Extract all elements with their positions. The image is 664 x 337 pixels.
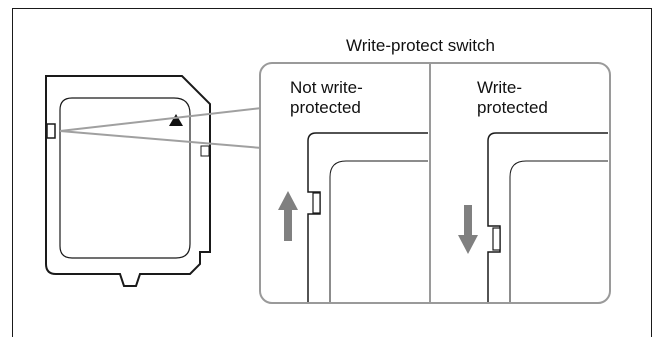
figure-frame xyxy=(12,8,652,337)
switch-tab-unlocked xyxy=(312,192,321,214)
sd-card-label-area xyxy=(59,97,191,259)
arrow-up-icon xyxy=(278,191,298,241)
label-line: protected xyxy=(290,98,361,117)
diagram-title: Write-protect switch xyxy=(346,36,495,55)
callout-line-bottom xyxy=(59,130,263,149)
switch-tab-locked xyxy=(492,227,501,251)
arrow-down-icon xyxy=(458,205,478,254)
label-not-write-protected: Not write- protected xyxy=(290,78,410,118)
callout-line-top xyxy=(59,107,263,132)
locked-detail xyxy=(458,132,608,302)
card-side-notch xyxy=(200,145,210,157)
label-line: protected xyxy=(477,98,548,117)
unlocked-detail xyxy=(278,132,428,302)
label-line: Write- xyxy=(477,78,523,97)
label-write-protected: Write- protected xyxy=(477,78,597,118)
detail-panel xyxy=(259,62,611,304)
label-line: Not write- xyxy=(290,78,363,97)
card-switch-icon xyxy=(46,123,56,139)
insertion-arrow-icon xyxy=(169,114,183,126)
sd-card-outline xyxy=(45,75,211,287)
